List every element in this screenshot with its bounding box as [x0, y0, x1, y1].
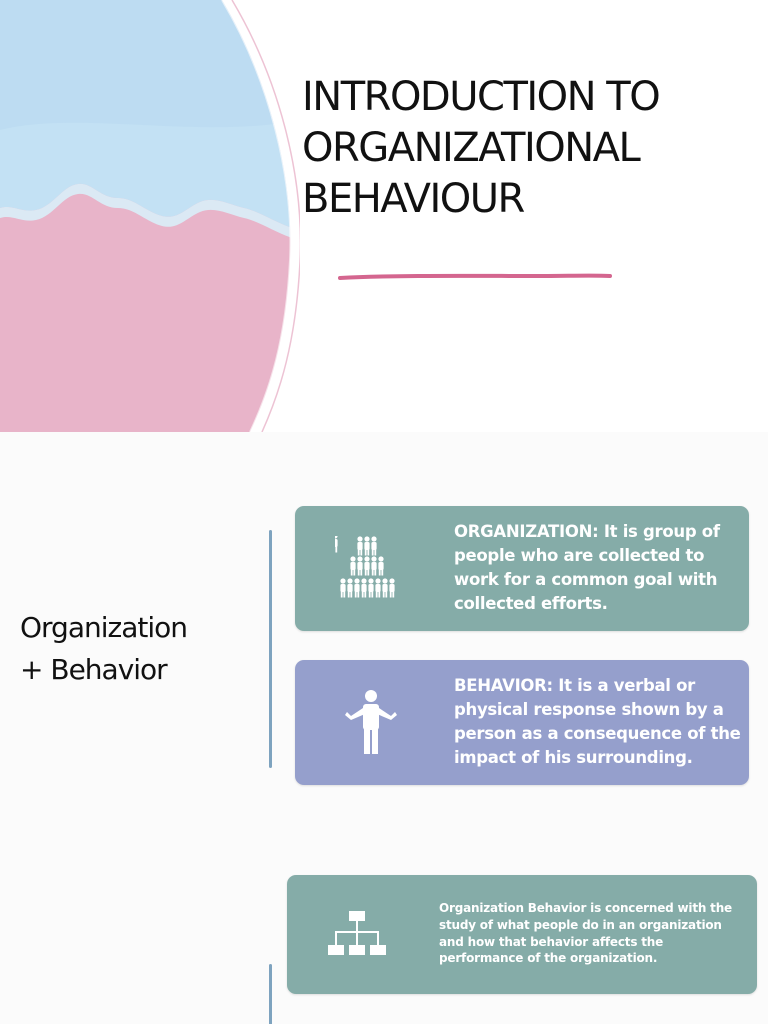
organization-definition: ORGANIZATION: It is group of people who …: [454, 522, 720, 613]
ob-description-text: Organization Behavior is concerned with …: [439, 901, 732, 966]
title-underline: [338, 273, 612, 280]
organization-card: ORGANIZATION: It is group of people who …: [295, 506, 749, 631]
behavior-card: BEHAVIOR: It is a verbal or physical res…: [295, 660, 749, 785]
behavior-definition: BEHAVIOR: It is a verbal or physical res…: [454, 676, 741, 767]
definitions-slide: Organization + Behavior ORGANIZATION: It…: [0, 432, 768, 842]
ob-description-card: Organization Behavior is concerned with …: [287, 875, 757, 994]
person-shrug-icon: [345, 690, 397, 754]
divider-line: [269, 530, 272, 768]
page-title: INTRODUCTION TO ORGANIZATIONAL BEHAVIOUR: [302, 74, 661, 222]
people-group-icon: [335, 536, 395, 598]
divider-line: [269, 964, 272, 1024]
org-chart-icon: [328, 911, 386, 955]
decorative-wave-shape: [0, 0, 300, 432]
section-heading: Organization + Behavior: [20, 611, 188, 686]
title-slide: INTRODUCTION TO ORGANIZATIONAL BEHAVIOUR: [0, 0, 768, 432]
description-slide: Organization Behavior is concerned with …: [0, 842, 768, 1024]
